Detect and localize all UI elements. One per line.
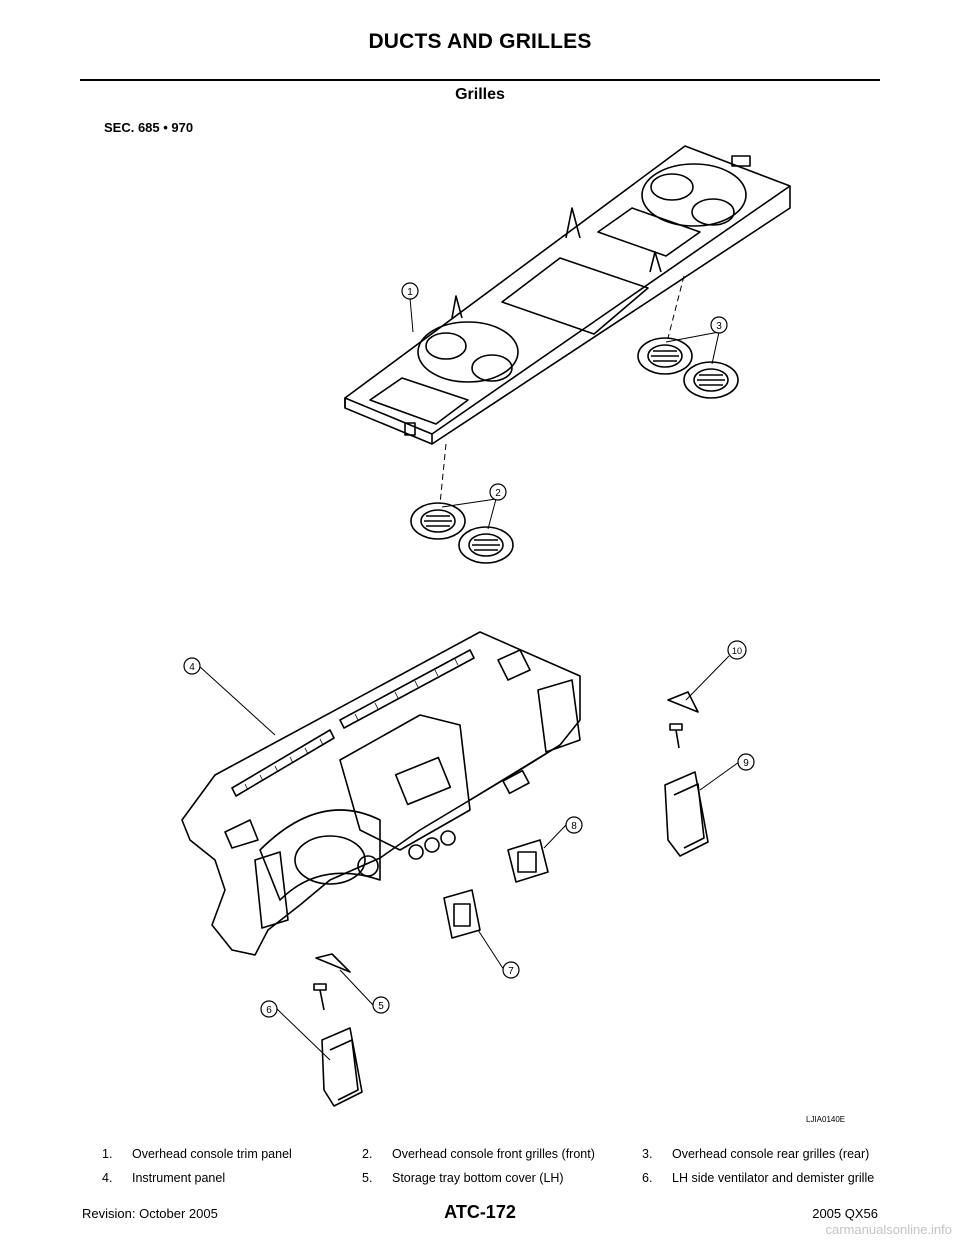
storage-tray-bottom-cover-rh xyxy=(667,691,699,713)
legend-number: 2. xyxy=(362,1147,373,1161)
callout-8: 8 xyxy=(571,821,577,832)
legend-item: 6. LH side ventilator and demister grill… xyxy=(642,1166,882,1190)
legend-item: 1. Overhead console trim panel xyxy=(102,1142,362,1166)
legend-row: 1. Overhead console trim panel 2. Overhe… xyxy=(102,1142,882,1166)
legend-number: 4. xyxy=(102,1171,113,1185)
footer-page-number: ATC-172 xyxy=(444,1202,516,1222)
legend-label: Overhead console front grilles (front) xyxy=(392,1147,595,1161)
callout-10: 10 xyxy=(732,646,742,656)
callout-6: 6 xyxy=(266,1005,272,1016)
legend-label: Storage tray bottom cover (LH) xyxy=(392,1171,564,1185)
legend-label: LH side ventilator and demister grille xyxy=(672,1171,875,1185)
rh-side-ventilator-grille xyxy=(664,723,709,857)
parts-legend: 1. Overhead console trim panel 2. Overhe… xyxy=(102,1142,882,1190)
legend-number: 1. xyxy=(102,1147,113,1161)
front-grilles-pair xyxy=(410,502,514,564)
legend-number: 5. xyxy=(362,1171,373,1185)
figure-code: LJIA0140E xyxy=(806,1115,846,1124)
legend-item: 3. Overhead console rear grilles (rear) xyxy=(642,1142,882,1166)
exploded-view-diagram: 1 2 3 4 5 6 7 8 9 10 xyxy=(181,145,791,1107)
callout-3: 3 xyxy=(716,321,722,332)
title-rule xyxy=(80,79,880,81)
callout-5: 5 xyxy=(378,1001,384,1012)
center-grille-right xyxy=(507,839,549,883)
callout-2: 2 xyxy=(495,488,501,499)
section-number-label: SEC. 685 • 970 xyxy=(104,120,194,135)
legend-label: Overhead console rear grilles (rear) xyxy=(672,1147,870,1161)
rear-grilles-pair xyxy=(637,337,739,399)
callout-markers xyxy=(183,282,755,1018)
page-title: DUCTS AND GRILLES xyxy=(368,30,592,53)
overhead-console-trim-panel xyxy=(344,145,791,445)
section-title: Grilles xyxy=(455,86,505,103)
legend-number: 6. xyxy=(642,1171,653,1185)
legend-item: 4. Instrument panel xyxy=(102,1166,362,1190)
legend-row: 4. Instrument panel 5. Storage tray bott… xyxy=(102,1166,882,1190)
legend-number: 3. xyxy=(642,1147,653,1161)
callout-7: 7 xyxy=(508,966,514,977)
legend-item: 2. Overhead console front grilles (front… xyxy=(362,1142,642,1166)
storage-tray-bottom-cover-lh xyxy=(315,953,351,973)
instrument-panel xyxy=(181,631,581,956)
center-grille-left xyxy=(443,889,481,939)
watermark: carmanualsonline.info xyxy=(825,1222,952,1237)
legend-label: Overhead console trim panel xyxy=(132,1147,292,1161)
callout-1: 1 xyxy=(407,287,413,298)
callout-9: 9 xyxy=(743,758,749,769)
footer-revision: Revision: October 2005 xyxy=(82,1206,218,1221)
lh-side-ventilator-grille xyxy=(313,983,363,1107)
callout-4: 4 xyxy=(189,662,195,673)
legend-item: 5. Storage tray bottom cover (LH) xyxy=(362,1166,642,1190)
footer-model: 2005 QX56 xyxy=(812,1206,878,1221)
legend-label: Instrument panel xyxy=(132,1171,226,1185)
